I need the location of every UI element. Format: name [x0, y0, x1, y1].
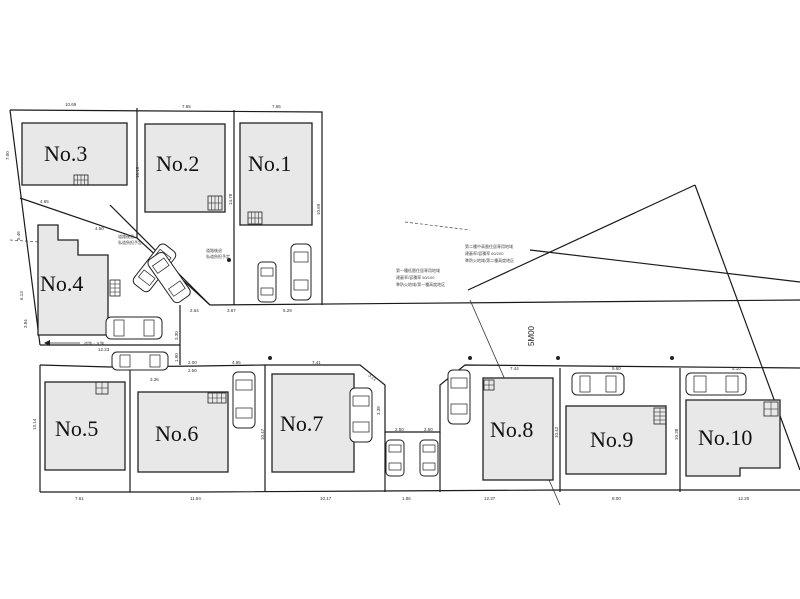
lot-label-no2: No.2: [156, 151, 199, 176]
house-no1: [239, 122, 313, 226]
dim-label: 10.69: [316, 203, 321, 215]
dim-label: 7.65: [182, 104, 191, 109]
dim-label: 4.95: [232, 360, 241, 365]
dim-label: 10.17: [320, 496, 332, 501]
setback-note: 私道負担予定: [118, 239, 142, 245]
house-no9: [565, 405, 667, 475]
dim-label: 10.18: [135, 166, 140, 178]
dim-label: 10.69: [65, 102, 77, 107]
house-no8: [482, 377, 554, 481]
lot-label-no1: No.1: [248, 151, 291, 176]
lot-label-no4: No.4: [40, 271, 83, 296]
pole-icon: [670, 356, 674, 360]
dim-label: 1.86: [402, 496, 411, 501]
dim-label: 14.78: [228, 193, 233, 205]
dim-label: 6.13: [19, 291, 24, 300]
dim-label: 3.36: [150, 377, 159, 382]
setback-note: 道路後退: [118, 233, 134, 239]
arrow-head-icon: [44, 340, 50, 346]
car-vertical: [349, 387, 373, 443]
dim-label: 5.46: [16, 231, 21, 240]
dim-label: 10.42: [554, 426, 559, 438]
car-horizontal: [571, 372, 625, 396]
road-note: 道路・水路: [84, 340, 104, 346]
dim-label: 2.50: [188, 368, 197, 373]
car-horizontal: [105, 316, 163, 340]
car-horizontal: [685, 372, 747, 396]
setback-note: 道路後退: [206, 247, 222, 253]
entry-markers: [73, 174, 779, 425]
car-vertical: [257, 261, 277, 303]
dim-label: 2.64: [190, 308, 199, 313]
zone-note: 建蔽率/容積率 60/200: [465, 250, 504, 256]
setback-note: 私道負担予定: [206, 253, 230, 259]
dim-label: 3.84: [23, 319, 28, 328]
dim-label: 7.65: [272, 104, 281, 109]
dim-label: 5.10: [732, 366, 741, 371]
car-horizontal: [111, 351, 169, 371]
dim-label: 7.41: [312, 360, 321, 365]
dim-label: 12.23: [98, 347, 110, 352]
lot-label-no7: No.7: [280, 411, 323, 436]
car-vertical: [232, 371, 256, 429]
road-width-label: 5M00: [527, 325, 536, 346]
dim-label: 7.61: [75, 496, 84, 501]
lot-label-no3: No.3: [44, 141, 87, 166]
house-no4: [37, 224, 109, 336]
dim-label: 4.50: [95, 226, 104, 231]
dim-label: 10.47: [260, 428, 265, 440]
dim-label: 3.38: [376, 406, 381, 415]
car-vertical: [419, 439, 439, 477]
dim-label: 7.00: [5, 151, 10, 160]
dim-label: 10.38: [674, 428, 679, 440]
car-vertical: [290, 243, 312, 301]
zone-note: 準防火地域/第二種高度地区: [465, 257, 514, 263]
zoning-notes: 第一種低層住居専用地域 建蔽率/容積率 50/100 準防火地域/第一種高度地区…: [84, 233, 514, 346]
pole-icon: [556, 356, 560, 360]
utility-poles: [44, 258, 674, 360]
dim-label: 4.65: [40, 199, 49, 204]
zone-note: 準防火地域/第一種高度地区: [396, 281, 445, 287]
dim-label: 1.90: [174, 353, 179, 362]
lot-labels: No.3 No.2 No.1 No.4 No.5 No.6 No.7 No.8 …: [40, 141, 752, 452]
dim-label: 13.14: [32, 418, 37, 430]
dim-label: 3.67: [227, 308, 236, 313]
dimension-labels: 10.69 7.65 7.65 7.00 10.18 10.69 4.65 4.…: [5, 102, 750, 501]
dim-label: 2.00: [188, 360, 197, 365]
lot-label-no5: No.5: [55, 416, 98, 441]
dim-label: 7.44: [510, 366, 519, 371]
buildings: [21, 122, 781, 481]
zone-note: 第二種中高層住居専用地域: [465, 243, 513, 249]
lot-label-no8: No.8: [490, 417, 533, 442]
lot-label-no10: No.10: [698, 425, 752, 450]
dim-label: 5.29: [283, 308, 292, 313]
pole-icon: [227, 258, 231, 262]
dim-label: 11.84: [190, 496, 201, 501]
house-no10: [685, 399, 781, 477]
car-diagonal: [147, 251, 191, 304]
pole-icon: [468, 356, 472, 360]
lot-label-no9: No.9: [590, 427, 633, 452]
dim-label: 12.20: [738, 496, 750, 501]
site-boundary: [9, 108, 800, 506]
house-no6: [137, 391, 229, 473]
dim-label: 3.21: [367, 373, 377, 382]
house-no5: [44, 381, 126, 471]
dim-label: 12.37: [484, 496, 496, 501]
dim-label: 9.00: [612, 496, 621, 501]
car-vertical: [447, 369, 471, 425]
zone-note: 建蔽率/容積率 50/100: [396, 274, 435, 280]
car-vertical: [385, 439, 405, 477]
lot-label-no6: No.6: [155, 421, 198, 446]
dim-label: 2.50: [424, 427, 433, 432]
pole-icon: [268, 356, 272, 360]
dim-label: 9.60: [612, 366, 621, 371]
dim-label: 2.50: [395, 427, 404, 432]
parking-cars: [105, 243, 747, 477]
house-no7: [271, 373, 355, 473]
zone-note: 第一種低層住居専用地域: [396, 267, 440, 273]
dim-label: 3.30: [174, 331, 179, 340]
